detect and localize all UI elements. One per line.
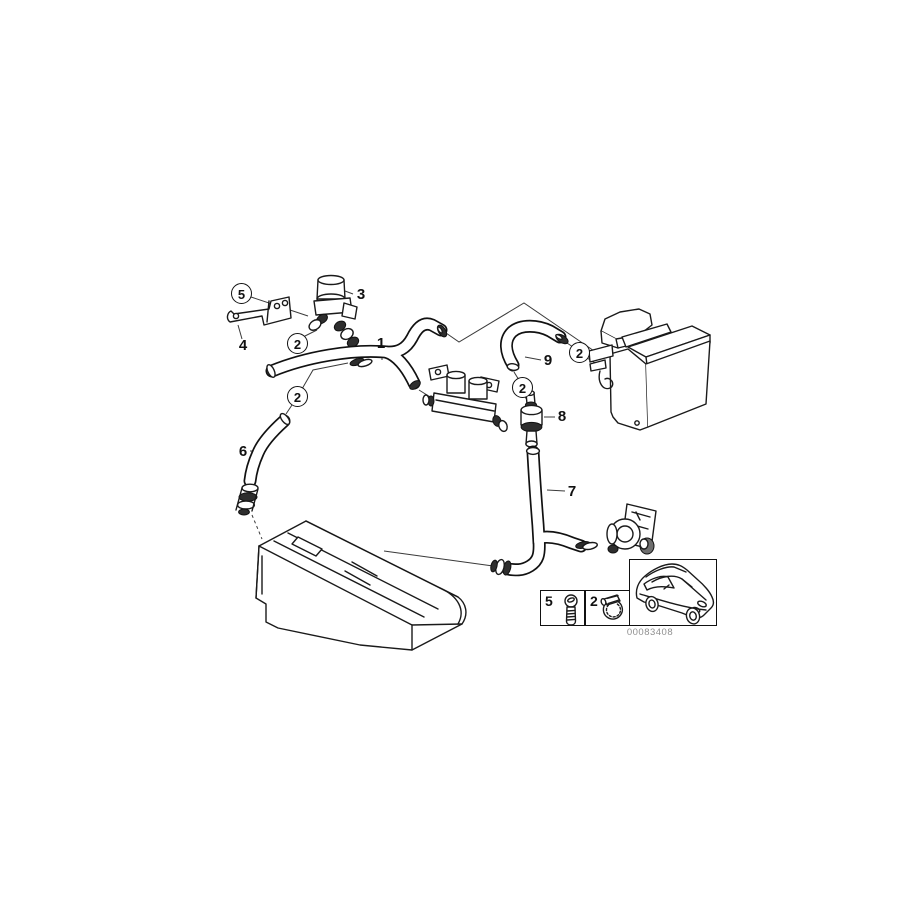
- vehicle-thumbnail-box[interactable]: [629, 559, 717, 626]
- legend-clamp-label: 2: [590, 593, 598, 609]
- changeover-valve-part: [422, 364, 508, 433]
- hose-6-quick-connector: [235, 483, 259, 516]
- hose-7: [490, 445, 598, 577]
- car-thumbnail-icon: [635, 563, 715, 625]
- engine-block: [255, 520, 467, 651]
- diagram-part-number: 00083408: [626, 627, 674, 638]
- water-valve-part: [308, 274, 360, 348]
- callout-2a[interactable]: 2: [287, 333, 308, 354]
- callout-2c[interactable]: 2: [569, 342, 590, 363]
- check-valve-part: [520, 389, 543, 448]
- callout-4[interactable]: 4: [238, 337, 248, 354]
- callout-3[interactable]: 3: [356, 286, 366, 303]
- legend-screw-label: 5: [545, 593, 553, 609]
- hose-1: [265, 317, 448, 390]
- callout-2b[interactable]: 2: [287, 386, 308, 407]
- water-pump-part: [606, 503, 657, 555]
- callout-2d[interactable]: 2: [512, 377, 533, 398]
- callout-8[interactable]: 8: [557, 408, 567, 425]
- callout-7[interactable]: 7: [567, 483, 577, 500]
- hose-7-quick-connector: [490, 558, 512, 576]
- heater-unit-part: [588, 308, 711, 431]
- callout-6[interactable]: 6: [238, 443, 248, 460]
- callout-1[interactable]: 1: [376, 335, 386, 352]
- legend-item-clamp[interactable]: 2: [585, 590, 630, 626]
- hose-6: [235, 412, 291, 516]
- legend-item-screw[interactable]: 5: [540, 590, 585, 626]
- callout-9[interactable]: 9: [543, 352, 553, 369]
- callout-5[interactable]: 5: [231, 283, 252, 304]
- screw-icon: [564, 594, 578, 626]
- mounting-bracket-part: [226, 296, 292, 326]
- hose-9: [500, 319, 569, 372]
- hose-clamp-icon: [600, 594, 624, 620]
